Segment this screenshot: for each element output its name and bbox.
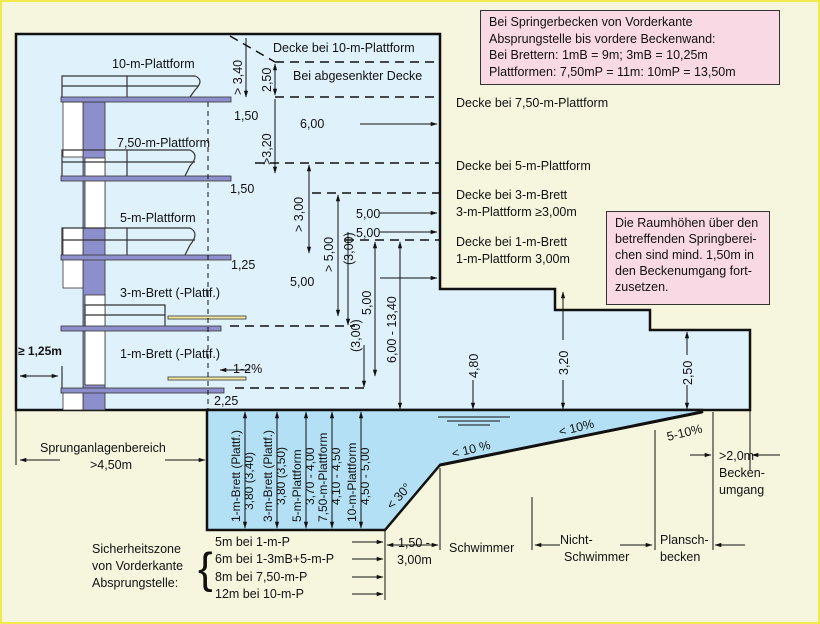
safety-title-3: Absprungstelle: (92, 576, 178, 590)
depth-value: 3,80 (3,50) (274, 447, 288, 505)
ceiling-10m: Decke bei 10-m-Plattform (273, 41, 415, 55)
dim-forward-1m: 5,00 (290, 275, 314, 289)
depth-value: 4,50 - 5,00 (358, 447, 372, 505)
ceiling-lines (207, 35, 440, 410)
dim-wall-distance: ≥ 1,25m (18, 344, 62, 358)
dim-forward-3m: 5,00 (356, 226, 380, 240)
area-nonswimmer-1: Nicht- (560, 533, 593, 547)
note-line: Bei Springerbecken von Vorderkante (489, 15, 693, 29)
ceiling-3m-line2: 3-m-Plattform ≥3,00m (456, 205, 577, 219)
ceiling-lowered: Bei abgesenkter Decke (293, 69, 422, 83)
safety-title-2: von Vorderkante (92, 559, 183, 573)
ceiling-3m-line1: Decke bei 3-m-Brett (456, 188, 568, 202)
dim-height-2-50: 2,50 (681, 361, 695, 385)
note-room-heights: Die Raumhöhen über den betreffenden Spri… (606, 211, 770, 305)
dimension-lines (15, 38, 780, 600)
area-walkway-value: >2,0m (719, 449, 754, 463)
note-line: den Beckenumgang fort- (615, 264, 752, 278)
label-3m-board: 3-m-Brett (-Plattf.) (120, 286, 220, 300)
diving-tower (60, 75, 247, 411)
safety-item-1: 5m bei 1-m-P (215, 535, 290, 549)
area-transition-value1: 1,50 - (398, 536, 430, 550)
label-1m-board: 1-m-Brett (-Plattf.) (120, 347, 220, 361)
note-line: zusetzen. (615, 280, 669, 294)
safety-title-1: Sicherheitszone (92, 542, 181, 556)
dim-above-7-50m: >3,20 (260, 133, 274, 165)
safety-item-2: 6m bei 1-3mB+5-m-P (215, 552, 334, 566)
note-line: Bei Brettern: 1mB = 9m; 3mB = 10,25m (489, 48, 708, 62)
dim-forward-5m: 5,00 (356, 207, 380, 221)
slope-paddling: 5-10% (665, 422, 703, 444)
note-line: chen sind mind. 1,50m in (615, 248, 754, 262)
depth-label: 5-m-Plattform (290, 449, 304, 522)
depth-value: 3,70 - 4,00 (303, 447, 317, 505)
dim-height-3-20: 3,20 (557, 351, 571, 375)
depth-label: 7,50-m-Plattform (316, 433, 330, 522)
ceiling-1m-line2: 1-m-Plattform 3,00m (456, 252, 570, 266)
area-walkway-2: umgang (719, 483, 764, 497)
dim-above-10m: > 3,40 (231, 60, 245, 95)
area-swimmer: Schwimmer (449, 541, 514, 555)
dim-overhang-10m: 1,50 (234, 109, 258, 123)
label-7-50m-platform: 7,50-m-Plattform (117, 136, 210, 150)
note-line: Die Raumhöhen über den (615, 216, 759, 230)
dim-above-3m-platform: (3,00) (342, 232, 356, 265)
dim-board-slope: 1-2% (233, 362, 262, 376)
area-paddling-1: Plansch- (660, 533, 709, 547)
dim-overhang-7-50m: 1,50 (230, 182, 254, 196)
label-10m-platform: 10-m-Plattform (112, 57, 195, 71)
ceiling-5m: Decke bei 5-m-Plattform (456, 159, 591, 173)
dim-above-1m: 5,00 (360, 291, 374, 315)
dim-above-1m-platform: (3,00) (349, 319, 363, 352)
area-transition-value2: 3,00m (397, 553, 432, 567)
ceiling-1m-line1: Decke bei 1-m-Brett (456, 235, 568, 249)
dim-forward-10m: 6,00 (300, 117, 324, 131)
depth-label: 10-m-Plattform (345, 443, 359, 522)
area-nonswimmer-2: Schwimmer (564, 550, 629, 564)
area-paddling-2: becken (660, 550, 700, 564)
depth-value: 3,80 (3,40) (242, 452, 256, 510)
dim-above-5m: > 3,00 (292, 197, 306, 232)
dim-lowered: 2,50 (260, 68, 274, 92)
area-diving-label: Sprunganlagenbereich (40, 441, 166, 455)
ceiling-7-50m: Decke bei 7,50-m-Plattform (456, 96, 608, 110)
area-walkway-1: Becken- (719, 466, 765, 480)
note-springer-distances: Bei Springerbecken von Vorderkante Abspr… (480, 10, 780, 85)
depth-label: 1-m-Brett (Plattf.) (229, 430, 243, 522)
note-line: Plattformen: 7,50mP = 11m: 10mP = 13,50m (489, 64, 736, 79)
area-diving-value: >4,50m (90, 458, 132, 472)
dim-total-height: 6,00 - 13,40 (385, 296, 399, 363)
water-surface-icon (438, 416, 510, 426)
note-line: betreffenden Springberei- (615, 232, 757, 246)
note-line: Absprungstelle bis vordere Beckenwand: (489, 31, 716, 46)
depth-value: 4,10 - 4,50 (329, 447, 343, 505)
safety-brace-icon: { (198, 544, 213, 593)
dim-height-4-80: 4,80 (467, 354, 481, 378)
pool-depths: 1-m-Brett (Plattf.)3,80 (3,40) 3-m-Brett … (229, 430, 372, 522)
dim-overhang-1m: 2,25 (214, 394, 238, 408)
pool-floor (439, 410, 703, 467)
depth-label: 3-m-Brett (Plattf.) (261, 430, 275, 522)
safety-item-4: 12m bei 10-m-P (215, 587, 304, 601)
dim-above-3m: > 5,00 (322, 237, 336, 272)
safety-item-3: 8m bei 7,50-m-P (215, 570, 307, 584)
dim-overhang-5m: 1,25 (231, 258, 255, 272)
label-5m-platform: 5-m-Plattform (120, 211, 196, 225)
